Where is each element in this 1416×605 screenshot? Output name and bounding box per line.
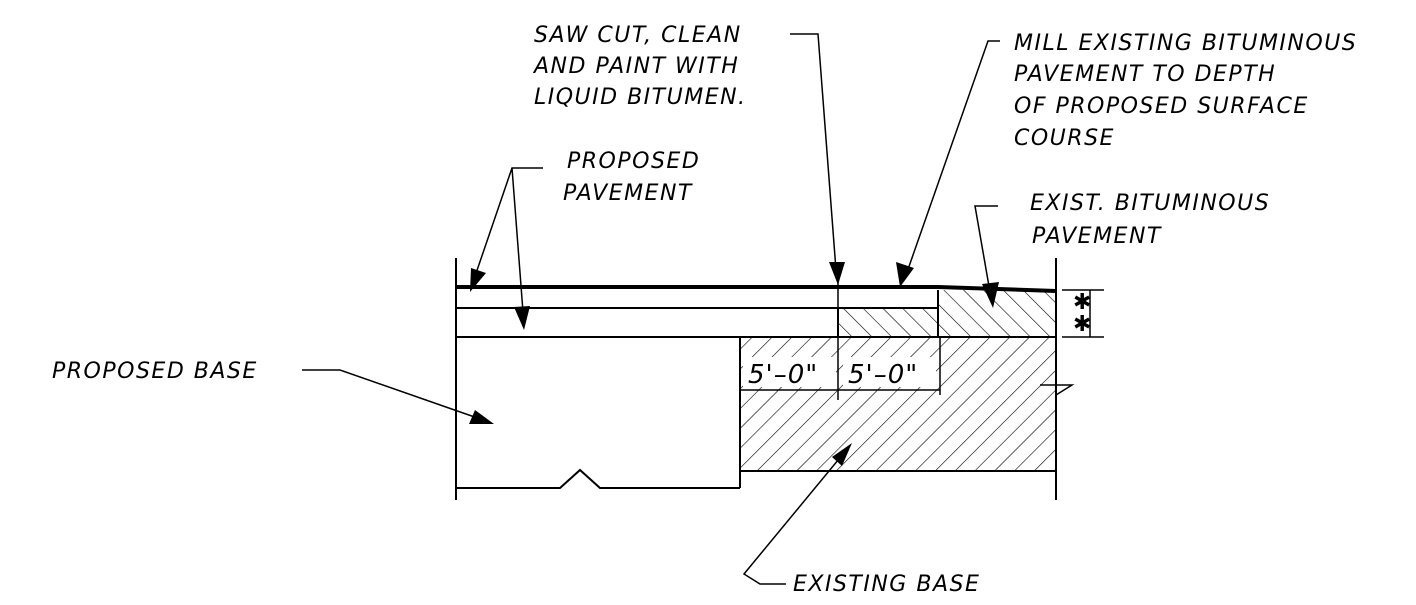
saw-cut-arrow: [829, 262, 845, 285]
existing-pavement-hatch: [938, 290, 1056, 337]
saw-cut-note: SAW CUT, CLEAN AND PAINT WITH LIQUID BIT…: [532, 23, 750, 110]
exist-pavement-leader: [974, 205, 998, 293]
proposed-base-label: PROPOSED BASE: [52, 359, 258, 384]
mill-note: MILL EXISTING BITUMINOUS PAVEMENT TO DEP…: [1014, 31, 1366, 151]
proposed-base-arrow: [469, 410, 494, 424]
proposed-pavement-arrow-1: [470, 268, 486, 292]
depth-mark-2: ✱: [1073, 312, 1093, 337]
dim-right-mask: [843, 357, 936, 387]
dim-left-mask: [743, 357, 836, 387]
mill-arrow: [896, 262, 914, 287]
existing-base-arrow: [832, 443, 852, 466]
proposed-pavement-arrow-2: [514, 306, 530, 330]
milled-zone-hatch: [838, 308, 938, 337]
exist-pavement-arrow: [982, 282, 999, 308]
pavement-surface-line: [456, 285, 1057, 293]
proposed-pavement-note: PROPOSED PAVEMENT: [563, 149, 709, 206]
exist-bituminous-note: EXIST. BITUMINOUS PAVEMENT: [1030, 191, 1279, 249]
mill-leader: [905, 40, 1000, 276]
dimension-line: [740, 337, 941, 395]
depth-dimension: [1062, 289, 1104, 338]
existing-base-label: EXISTING BASE: [793, 572, 980, 597]
dimension-left: 5'–0": [748, 360, 818, 390]
dimension-right: 5'–0": [848, 360, 918, 390]
proposed-base-outline: [455, 258, 740, 500]
break-symbol: [1040, 337, 1075, 396]
saw-cut-leader: [790, 33, 837, 271]
existing-base-leader: [742, 447, 849, 585]
proposed-base-leader: [302, 369, 487, 422]
proposed-pavement-leader: [471, 167, 543, 326]
proposed-pavement-outline: [456, 290, 939, 338]
depth-mark-1: ✱: [1073, 290, 1093, 315]
